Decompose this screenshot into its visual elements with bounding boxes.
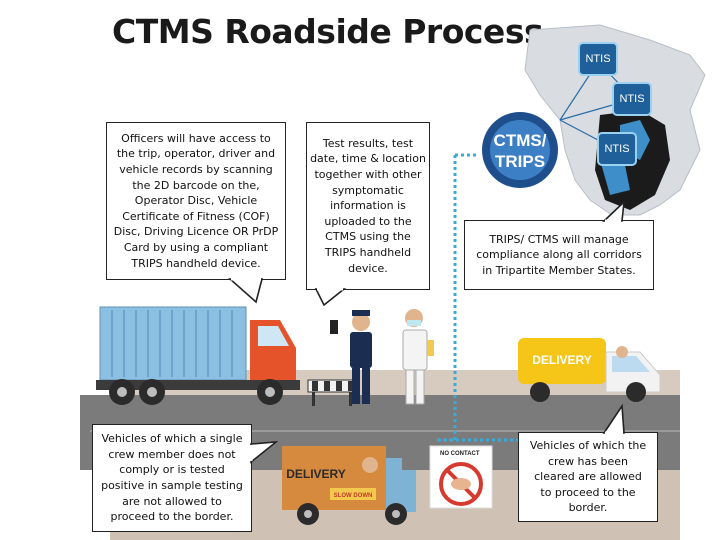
officers-bubble-tail [228, 278, 264, 304]
bubble-line: border. [568, 501, 608, 515]
bubble-line: Operator Disc, Vehicle [134, 194, 258, 208]
delivery-van-right: DELIVERY [518, 338, 661, 402]
logo-line2: TRIPS [495, 152, 545, 171]
bubble-line: date, time & location [310, 152, 426, 166]
dotted-connector [435, 153, 520, 442]
road-barrier [307, 379, 357, 406]
health-worker [402, 309, 434, 405]
road-line [90, 430, 680, 432]
ntis-label-2: NTIS [612, 82, 652, 116]
bubble-line: the 2D barcode on the, [132, 178, 260, 192]
bubble-line: uploaded to the [324, 214, 412, 228]
no-contact-sign: NO CONTACT [429, 445, 493, 509]
no-contact-label: NO CONTACT [440, 451, 480, 457]
not-allowed-bubble: Vehicles of which a single crew member d… [92, 424, 252, 532]
slow-down-sign: SLOW DOWN [334, 493, 373, 499]
allowed-text: Vehicles of which the crew has been clea… [530, 438, 646, 516]
bubble-line: Disc, Driving Licence OR PrDP [113, 225, 279, 239]
container-truck [96, 306, 300, 405]
ctms-trips-logo: CTMS/ TRIPS [482, 112, 558, 188]
bubble-line: Officers will have access to [121, 131, 271, 145]
officers-access-bubble: Officers will have access to the trip, o… [106, 122, 286, 280]
bubble-line: Test results, test [322, 136, 414, 150]
delivery-van-left: DELIVERY SLOW DOWN [282, 446, 416, 525]
bubble-line: TRIPS handheld device. [131, 256, 261, 270]
bubble-line: Certificate of Fitness (COF) [122, 209, 270, 223]
bubble-line: compliance along all corridors [476, 248, 642, 262]
bubble-line: together with other [314, 167, 422, 181]
bubble-line: comply or is tested [119, 463, 225, 477]
bubble-line: symptomatic [332, 183, 404, 197]
allowed-bubble-tail [602, 404, 625, 434]
bubble-line: information is [330, 199, 406, 213]
delivery-sign-right: DELIVERY [532, 353, 592, 367]
officers-access-text: Officers will have access to the trip, o… [114, 131, 279, 271]
delivery-sign-left: DELIVERY [286, 467, 346, 481]
bubble-line: in Tripartite Member States. [482, 263, 636, 277]
trips-manage-bubble: TRIPS/ CTMS will manage compliance along… [464, 220, 654, 290]
bubble-line: are not allowed to [122, 494, 222, 508]
police-officer [330, 310, 372, 404]
ntis-label-3: NTIS [597, 132, 637, 166]
bubble-line: TRIPS/ CTMS will manage [489, 232, 629, 246]
bubble-line: device. [348, 261, 388, 275]
not-allowed-bubble-tail [250, 441, 278, 464]
bubble-line: Vehicles of which a single [101, 432, 243, 446]
test-results-bubble: Test results, test date, time & location… [306, 122, 430, 290]
bubble-line: CTMS using the [325, 230, 411, 244]
ntis-label-1: NTIS [578, 42, 618, 76]
bubble-line: Vehicles of which the [529, 438, 647, 452]
trips-manage-text: TRIPS/ CTMS will manage compliance along… [476, 232, 642, 279]
bubble-line: positive in sample testing [101, 479, 243, 492]
bubble-line: the trip, operator, driver and [116, 147, 276, 161]
bubble-line: vehicle records by scanning [119, 162, 273, 176]
bubble-line: to proceed to the [540, 485, 636, 499]
not-allowed-text: Vehicles of which a single crew member d… [101, 431, 243, 525]
logo-line1: CTMS/ [494, 131, 547, 150]
trips-manage-bubble-tail [601, 200, 626, 222]
allowed-bubble: Vehicles of which the crew has been clea… [518, 432, 658, 522]
bubble-line: TRIPS handheld [324, 246, 412, 260]
bubble-line: Card by using a compliant [123, 241, 269, 255]
bubble-line: cleared are allowed [534, 470, 642, 484]
bubble-line: proceed to the border. [110, 510, 234, 524]
test-results-text: Test results, test date, time & location… [310, 136, 426, 276]
page-title: CTMS Roadside Process [112, 12, 544, 51]
test-results-bubble-tail [314, 288, 347, 306]
bubble-line: crew member does not [108, 447, 236, 461]
bubble-line: crew has been [547, 454, 628, 468]
